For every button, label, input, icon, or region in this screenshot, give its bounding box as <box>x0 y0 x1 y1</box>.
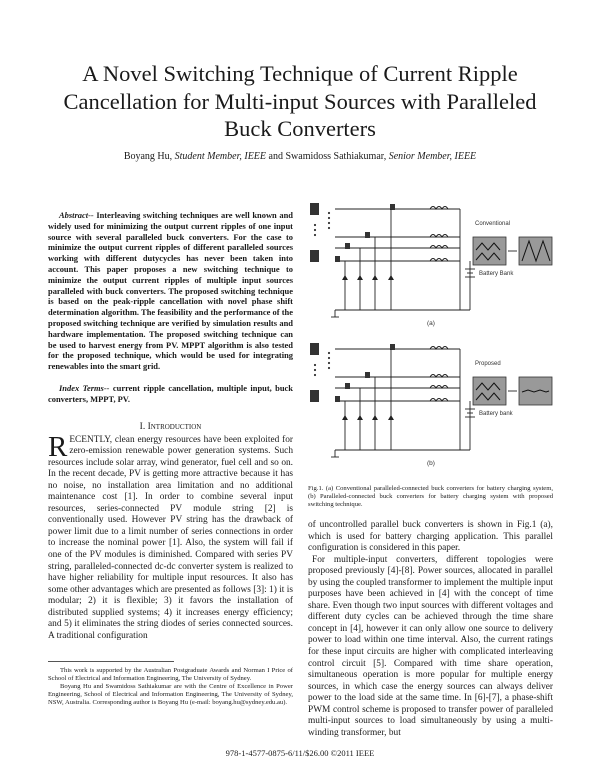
author-role: Student Member, IEEE <box>174 151 267 162</box>
copyright-footer: 978-1-4577-0875-6/11/$26.00 ©2011 IEEE <box>225 748 375 758</box>
intro-paragraph-continued: of uncontrolled parallel buck converters… <box>308 520 553 554</box>
switch-icon <box>365 372 370 378</box>
paper-title: A Novel Switching Technique of Current R… <box>63 61 537 141</box>
ellipsis-dot <box>313 363 317 367</box>
switch-icon <box>335 256 340 262</box>
inductor-icon <box>429 374 449 378</box>
index-terms-label: Index Terms-- <box>59 382 110 393</box>
figure-caption: Fig.1. (a) Conventional paralleled-conne… <box>308 485 553 509</box>
left-column: Abstract-- Interleaving switching techni… <box>48 210 293 642</box>
author-conjunction: and <box>268 151 283 162</box>
author-role: Senior Member, IEEE <box>388 151 477 162</box>
ellipsis-dot <box>327 351 331 355</box>
inductor-icon <box>429 346 449 350</box>
ripple-waveform <box>475 382 501 401</box>
switch-icon <box>390 344 395 350</box>
ellipsis-dot <box>313 228 317 232</box>
ellipsis-dot <box>327 226 331 230</box>
ellipsis-dot <box>327 221 331 225</box>
subfigure-label: (a) <box>427 320 435 327</box>
inductor-icon <box>429 206 449 210</box>
ellipsis-dot <box>313 368 317 372</box>
output-ripple-waveform <box>521 389 550 393</box>
diode-icon <box>388 415 394 420</box>
switch-icon <box>390 204 395 210</box>
author-name: Swamidoss Sathiakumar, <box>285 151 387 162</box>
waveform-box <box>472 376 507 406</box>
ellipsis-dot <box>327 366 331 370</box>
diode-icon <box>372 275 378 280</box>
pv-panel-icon <box>310 203 319 215</box>
abstract: Abstract-- Interleaving switching techni… <box>48 210 293 372</box>
subfigure-label: (b) <box>427 460 435 467</box>
author-line: Boyang Hu, Student Member, IEEE and Swam… <box>40 151 560 162</box>
index-terms-text: current ripple cancellation, multiple in… <box>48 382 293 404</box>
waveform-box-label: Conventional <box>475 221 510 227</box>
switch-icon <box>345 383 350 389</box>
pv-panel-icon <box>310 250 319 262</box>
ellipsis-dot <box>327 356 331 360</box>
ellipsis-dot <box>313 233 317 237</box>
waveform-box <box>472 236 507 266</box>
footnote-funding: This work is supported by the Australian… <box>48 667 293 682</box>
intro-text: ECENTLY, clean energy resources have bee… <box>48 434 293 641</box>
battery-label: Battery bank <box>479 411 514 417</box>
diode-icon <box>372 415 378 420</box>
footnote-affiliation: Boyang Hu and Swamidoss Sathiakumar are … <box>48 683 293 706</box>
abstract-text: Interleaving switching techniques are we… <box>48 210 293 372</box>
index-terms: Index Terms-- current ripple cancellatio… <box>48 383 293 405</box>
ellipsis-dot <box>327 216 331 220</box>
drop-cap: R <box>48 430 68 463</box>
right-column: of uncontrolled parallel buck converters… <box>308 520 553 739</box>
diode-icon <box>357 415 363 420</box>
switch-icon <box>335 396 340 402</box>
inductor-icon <box>429 234 449 238</box>
diode-icon <box>342 415 348 420</box>
author-name: Boyang Hu, <box>123 151 173 162</box>
footnote-divider <box>48 661 174 662</box>
inductor-icon <box>429 245 449 249</box>
battery-label: Battery Bank <box>479 271 514 277</box>
switch-icon <box>345 243 350 249</box>
footnotes: This work is supported by the Australian… <box>48 667 293 707</box>
inductor-icon <box>429 385 449 389</box>
intro-paragraph-2: For multiple-input converters, different… <box>308 554 553 738</box>
abstract-label: Abstract-- <box>59 210 94 220</box>
inductor-icon <box>429 398 449 402</box>
switch-icon <box>365 232 370 238</box>
inductor-icon <box>429 258 449 262</box>
ellipsis-dot <box>313 223 317 227</box>
figure-circuit-diagrams: Battery Bank Conventional (a) Battery bank P… <box>310 203 553 467</box>
waveform-box-label: Proposed <box>475 361 501 367</box>
pv-panel-icon <box>310 343 319 355</box>
ellipsis-dot <box>313 373 317 377</box>
ripple-waveform <box>475 242 501 261</box>
diode-icon <box>357 275 363 280</box>
diode-icon <box>388 275 394 280</box>
diode-icon <box>342 275 348 280</box>
section-heading: I. Introduction <box>139 421 202 432</box>
ellipsis-dot <box>327 361 331 365</box>
output-ripple-waveform <box>521 239 551 263</box>
ellipsis-dot <box>327 211 331 215</box>
pv-panel-icon <box>310 390 319 402</box>
